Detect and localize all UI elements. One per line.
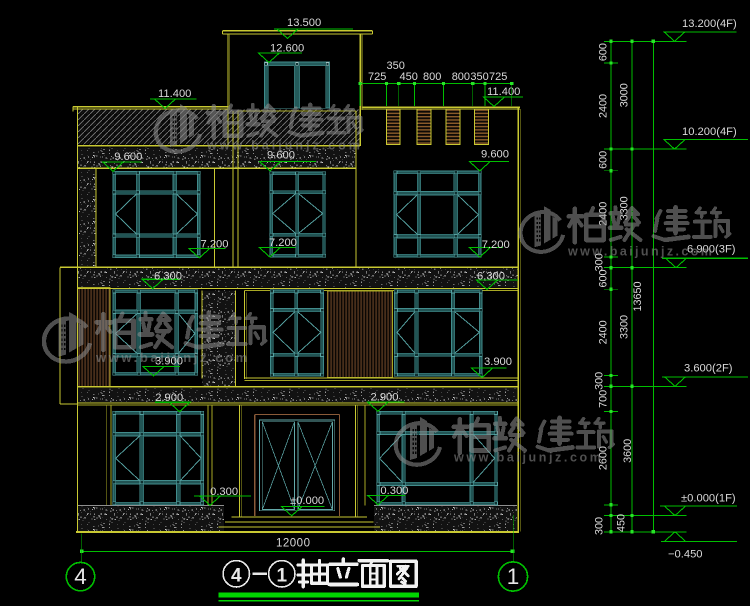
svg-text:800: 800	[423, 71, 441, 83]
svg-text:450: 450	[616, 514, 628, 532]
svg-text:300: 300	[594, 253, 606, 271]
svg-text:11.400: 11.400	[158, 88, 191, 100]
svg-text:800: 800	[452, 71, 470, 83]
svg-text:www.baijunjz.com: www.baijunjz.com	[206, 139, 363, 153]
svg-text:13650: 13650	[632, 281, 644, 311]
svg-text:11.400: 11.400	[487, 86, 520, 98]
svg-text:350: 350	[470, 71, 488, 83]
svg-text:13.200(4F): 13.200(4F)	[682, 18, 737, 30]
svg-text:2.900: 2.900	[371, 392, 399, 404]
svg-text:3300: 3300	[619, 315, 631, 339]
svg-text:7.200: 7.200	[269, 237, 297, 249]
svg-text:2400: 2400	[598, 94, 610, 118]
svg-text:6.300: 6.300	[154, 270, 182, 282]
svg-text:1: 1	[277, 566, 288, 587]
svg-text:3000: 3000	[619, 83, 631, 107]
svg-text:www.baijunjz.com: www.baijunjz.com	[95, 350, 250, 365]
svg-text:12.600: 12.600	[270, 43, 304, 55]
svg-text:±0.000: ±0.000	[290, 495, 324, 507]
svg-text:4: 4	[231, 566, 242, 587]
svg-text:±0.000(1F): ±0.000(1F)	[681, 493, 736, 505]
svg-text:12000: 12000	[276, 538, 310, 550]
svg-text:www.baijunjz.com: www.baijunjz.com	[453, 451, 603, 465]
svg-text:www.baijunjz.com: www.baijunjz.com	[567, 245, 714, 259]
svg-text:−0.450: −0.450	[668, 549, 703, 561]
svg-text:7.200: 7.200	[201, 238, 229, 250]
svg-text:2400: 2400	[598, 320, 610, 344]
svg-text:2.900: 2.900	[155, 392, 183, 404]
svg-text:300: 300	[594, 372, 606, 390]
svg-text:3.600(2F): 3.600(2F)	[684, 363, 733, 375]
svg-text:1: 1	[507, 564, 520, 589]
svg-text:6.900(3F): 6.900(3F)	[687, 244, 736, 256]
svg-text:0.300: 0.300	[210, 486, 238, 498]
svg-text:3600: 3600	[622, 439, 634, 463]
svg-text:9.600: 9.600	[481, 148, 509, 160]
svg-text:725: 725	[489, 71, 507, 83]
svg-text:600: 600	[598, 151, 610, 169]
svg-text:0.300: 0.300	[380, 485, 408, 497]
svg-text:9.600: 9.600	[267, 150, 295, 162]
svg-text:6.300: 6.300	[477, 271, 505, 283]
svg-text:600: 600	[598, 269, 610, 287]
svg-text:2600: 2600	[598, 446, 610, 470]
svg-text:3.900: 3.900	[155, 356, 183, 368]
svg-text:350: 350	[387, 60, 405, 72]
svg-text:13.500: 13.500	[287, 17, 321, 29]
svg-text:9.600: 9.600	[114, 151, 142, 163]
svg-text:450: 450	[400, 71, 418, 83]
svg-text:725: 725	[368, 71, 386, 83]
svg-text:300: 300	[594, 517, 606, 535]
svg-text:700: 700	[598, 390, 610, 408]
svg-text:10.200(4F): 10.200(4F)	[682, 126, 737, 138]
svg-text:600: 600	[598, 43, 610, 61]
svg-text:3.900: 3.900	[484, 356, 512, 368]
svg-text:7.200: 7.200	[482, 239, 510, 251]
svg-text:4: 4	[74, 564, 87, 589]
